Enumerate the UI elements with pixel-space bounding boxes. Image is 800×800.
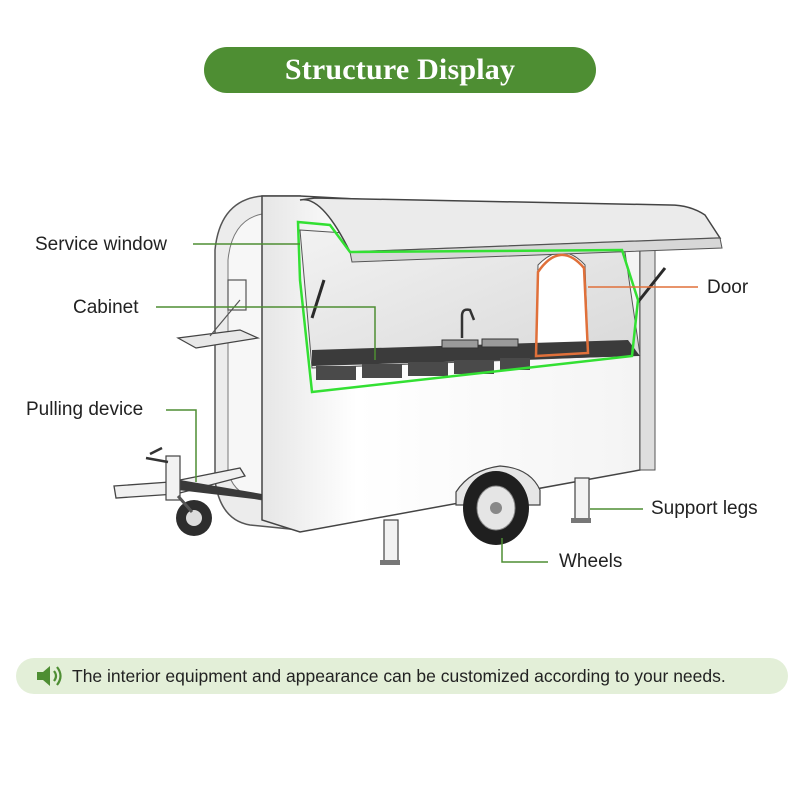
label-wheels: Wheels <box>559 551 623 572</box>
support-legs <box>380 477 591 565</box>
label-pulling-device: Pulling device <box>26 399 144 420</box>
service-window-highlight <box>296 220 640 394</box>
speaker-icon <box>36 664 66 688</box>
tow-bar <box>113 446 262 536</box>
label-door: Door <box>707 277 749 298</box>
main-wheel <box>455 465 541 545</box>
door-highlight <box>534 253 590 358</box>
side-shelf <box>176 279 261 349</box>
gas-strut-right <box>636 267 667 303</box>
interior <box>299 229 641 380</box>
leader-wheels <box>501 538 548 563</box>
leader-pulling-device <box>166 409 197 482</box>
title-banner: Structure Display <box>204 47 596 93</box>
footer-note: The interior equipment and appearance ca… <box>72 665 726 686</box>
label-support-legs: Support legs <box>651 498 758 519</box>
gas-strut-left <box>310 279 326 319</box>
label-service-window: Service window <box>35 234 167 255</box>
footer-banner: The interior equipment and appearance ca… <box>16 658 788 694</box>
page-title: Structure Display <box>284 53 516 86</box>
leader-cabinet <box>156 306 376 360</box>
label-cabinet: Cabinet <box>73 297 139 318</box>
leader-lines <box>156 243 643 563</box>
